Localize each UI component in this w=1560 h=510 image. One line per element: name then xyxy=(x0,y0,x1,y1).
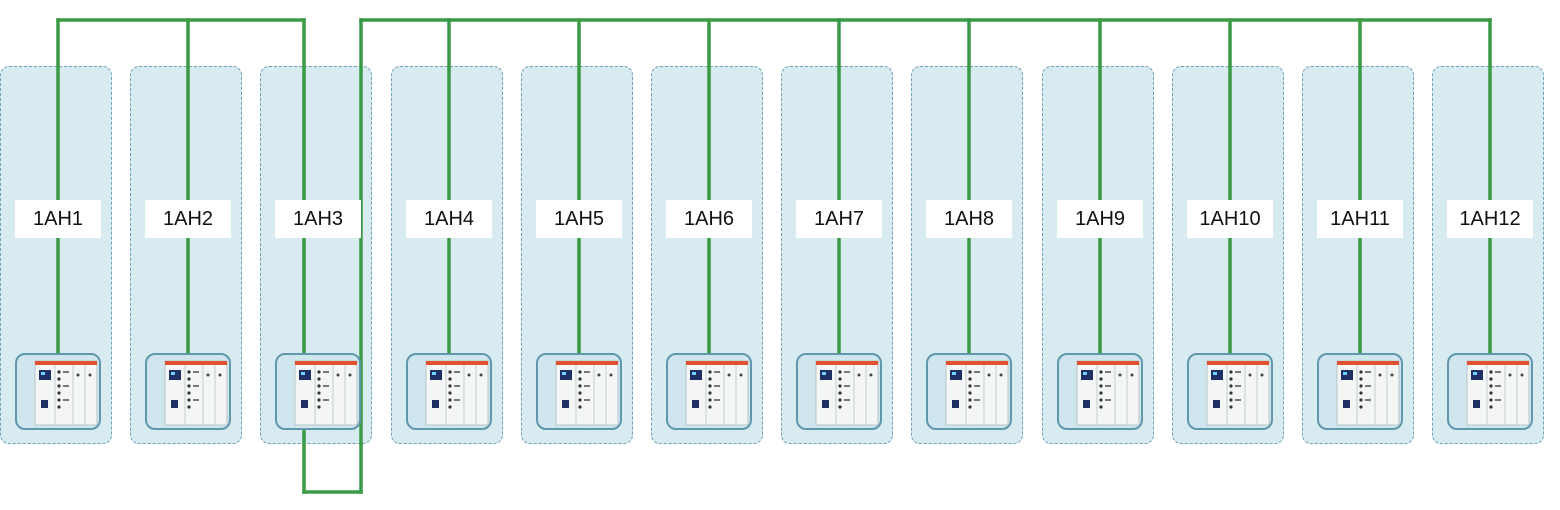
switchgear-cabinet-icon xyxy=(145,353,231,430)
cabinet-label-3: 1AH3 xyxy=(275,200,361,238)
cabinet-label-1: 1AH1 xyxy=(15,200,101,238)
cabinet-label-4: 1AH4 xyxy=(406,200,492,238)
switchgear-cabinet-icon xyxy=(796,353,882,430)
cabinet-label-12: 1AH12 xyxy=(1447,200,1533,238)
switchgear-cabinet-icon xyxy=(15,353,101,430)
cabinet-label-2: 1AH2 xyxy=(145,200,231,238)
cabinet-label-10: 1AH10 xyxy=(1187,200,1273,238)
cabinet-label-5: 1AH5 xyxy=(536,200,622,238)
cabinet-label-8: 1AH8 xyxy=(926,200,1012,238)
switchgear-cabinet-icon xyxy=(1447,353,1533,430)
cabinet-label-11: 1AH11 xyxy=(1317,200,1403,238)
switchgear-cabinet-icon xyxy=(536,353,622,430)
switchgear-cabinet-icon xyxy=(406,353,492,430)
switchgear-cabinet-icon xyxy=(926,353,1012,430)
switchgear-cabinet-icon xyxy=(666,353,752,430)
cabinet-label-6: 1AH6 xyxy=(666,200,752,238)
cabinet-label-7: 1AH7 xyxy=(796,200,882,238)
switchgear-cabinet-icon xyxy=(1187,353,1273,430)
cabinet-label-9: 1AH9 xyxy=(1057,200,1143,238)
switchgear-cabinet-icon xyxy=(1057,353,1143,430)
switchgear-cabinet-icon xyxy=(1317,353,1403,430)
switchgear-cabinet-icon xyxy=(275,353,361,430)
